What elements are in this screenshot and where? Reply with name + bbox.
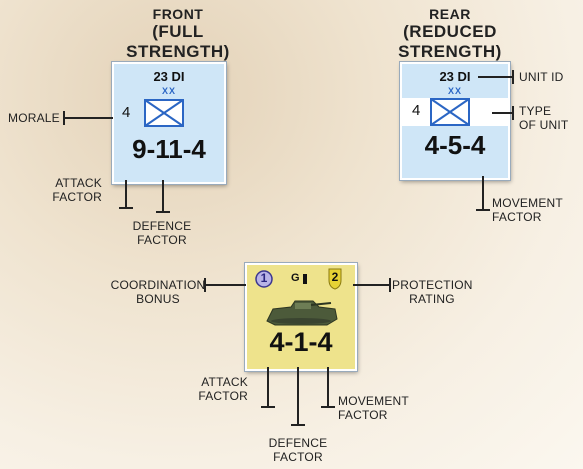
morale-label: MORALE (8, 111, 60, 125)
tank-movement-leader-line (327, 367, 329, 407)
rear-title-line2: (REDUCED STRENGTH) (398, 22, 502, 61)
defence-factor-label: DEFENCE FACTOR (132, 219, 192, 247)
rear-morale: 4 (412, 102, 421, 119)
front-unit-id: 23 DI (153, 69, 185, 84)
defence-leader-line (162, 180, 164, 212)
attack-leader-line (125, 180, 127, 208)
tank-unit-id: G (291, 272, 300, 284)
front-morale: 4 (122, 104, 131, 121)
infantry-symbol-icon (144, 99, 184, 127)
defence-leader-tick (156, 211, 170, 213)
tank-image-icon (266, 300, 338, 326)
protection-leader-line (353, 284, 391, 286)
attack-leader-tick (119, 207, 133, 209)
morale-leader-tick (63, 111, 65, 125)
rear-unit-id: 23 DI (439, 69, 471, 84)
rear-title-line1: REAR (429, 6, 471, 22)
front-title-line2: (FULL STRENGTH) (126, 22, 230, 61)
tank-defence-factor-label: DEFENCE FACTOR (268, 436, 328, 464)
attack-factor-label: ATTACK FACTOR (52, 176, 102, 204)
tank-protection-value: 2 (331, 270, 339, 284)
movement-leader-line (482, 176, 484, 210)
front-title-line1: FRONT (152, 6, 204, 22)
protection-leader-tick (389, 278, 391, 292)
tank-unit-id-bar (303, 274, 307, 284)
rear-size-marker: XX (447, 86, 462, 96)
rear-factors: 4-5-4 (424, 130, 486, 160)
type-of-unit-label: TYPE OF UNIT (519, 104, 569, 132)
tank-attack-leader-line (267, 367, 269, 407)
unit-id-leader-tick (512, 70, 514, 84)
tank-counter: 1 G 2 4-1-4 (245, 263, 357, 371)
type-leader-line (492, 112, 514, 114)
tank-attack-factor-label: ATTACK FACTOR (198, 375, 248, 403)
movement-factor-label: MOVEMENT FACTOR (492, 196, 563, 224)
front-counter: 23 DI XX 4 9-11-4 (112, 62, 226, 184)
tank-movement-factor-label: MOVEMENT FACTOR (338, 394, 409, 422)
tank-factors: 4-1-4 (269, 327, 333, 357)
front-size-marker: XX (161, 86, 176, 96)
rear-title: REAR (REDUCED STRENGTH) (360, 6, 540, 62)
rear-counter: 23 DI XX 4 4-5-4 (400, 62, 510, 180)
tank-defence-leader-line (297, 367, 299, 425)
movement-leader-tick (476, 209, 490, 211)
tank-movement-leader-tick (321, 406, 335, 408)
tank-defence-leader-tick (291, 424, 305, 426)
protection-rating-label: PROTECTION RATING (392, 278, 473, 306)
front-factors: 9-11-4 (132, 134, 206, 164)
unit-id-label: UNIT ID (519, 70, 564, 84)
front-title: FRONT (FULL STRENGTH) (113, 6, 243, 62)
morale-leader-line (63, 117, 113, 119)
infantry-symbol-icon (430, 98, 470, 126)
coordination-leader-tick (204, 278, 206, 292)
protection-rating-icon (328, 268, 342, 290)
tank-coordination-value: 1 (260, 271, 268, 285)
coordination-leader-line (204, 284, 246, 286)
coordination-bonus-label: COORDINATION BONUS (110, 278, 206, 306)
type-leader-tick (512, 106, 514, 120)
coordination-bonus-icon (255, 270, 273, 288)
unit-id-leader-line (478, 76, 514, 78)
tank-attack-leader-tick (261, 406, 275, 408)
